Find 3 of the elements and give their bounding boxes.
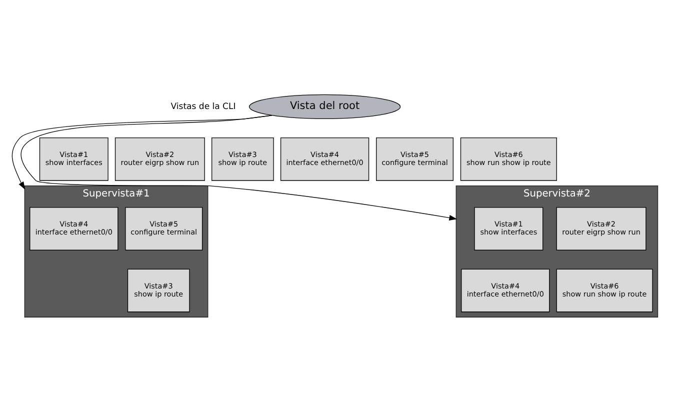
node-ellipse: Vista del root [248, 94, 401, 119]
arrow [20, 114, 458, 220]
label: Vistas de la CLI [170, 101, 236, 112]
